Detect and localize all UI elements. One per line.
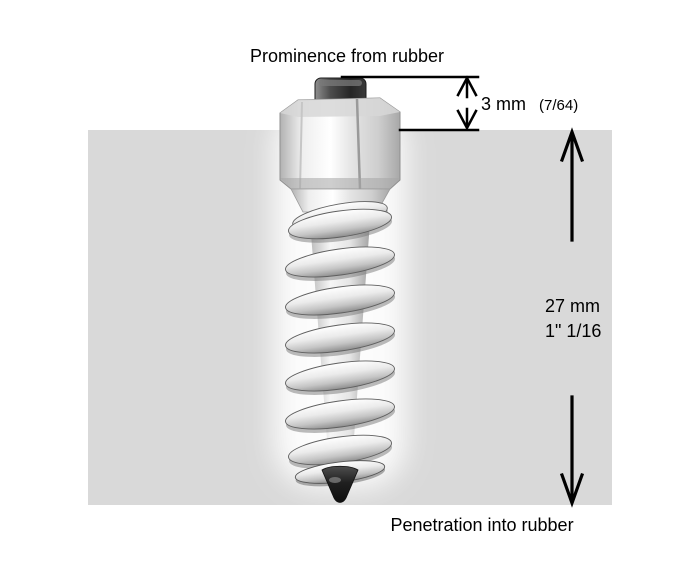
dim-penetration-metric: 27 mm: [545, 296, 601, 316]
dim-penetration-value: 27 mm 1" 1/16: [545, 294, 601, 344]
dim-penetration-imperial: 1" 1/16: [545, 321, 602, 341]
carbide-pin-highlight: [319, 80, 362, 86]
depth-arrow-up: [559, 127, 585, 242]
depth-arrow-down: [559, 395, 585, 508]
label-prominence: Prominence from rubber: [249, 46, 445, 66]
dim-prominence-value: 3 mm (7/64): [481, 94, 578, 115]
hex-head: [279, 97, 401, 190]
dim-prominence-imperial: (7/64): [539, 97, 579, 114]
tire-stud-illustration: [279, 77, 401, 503]
dim-prominence-metric: 3 mm: [481, 94, 526, 114]
label-penetration: Penetration into rubber: [390, 515, 574, 535]
screw-tip: [321, 465, 359, 503]
thread-flights: [285, 208, 396, 487]
dimension-lines: [340, 75, 585, 508]
prominence-arrow: [456, 75, 478, 131]
